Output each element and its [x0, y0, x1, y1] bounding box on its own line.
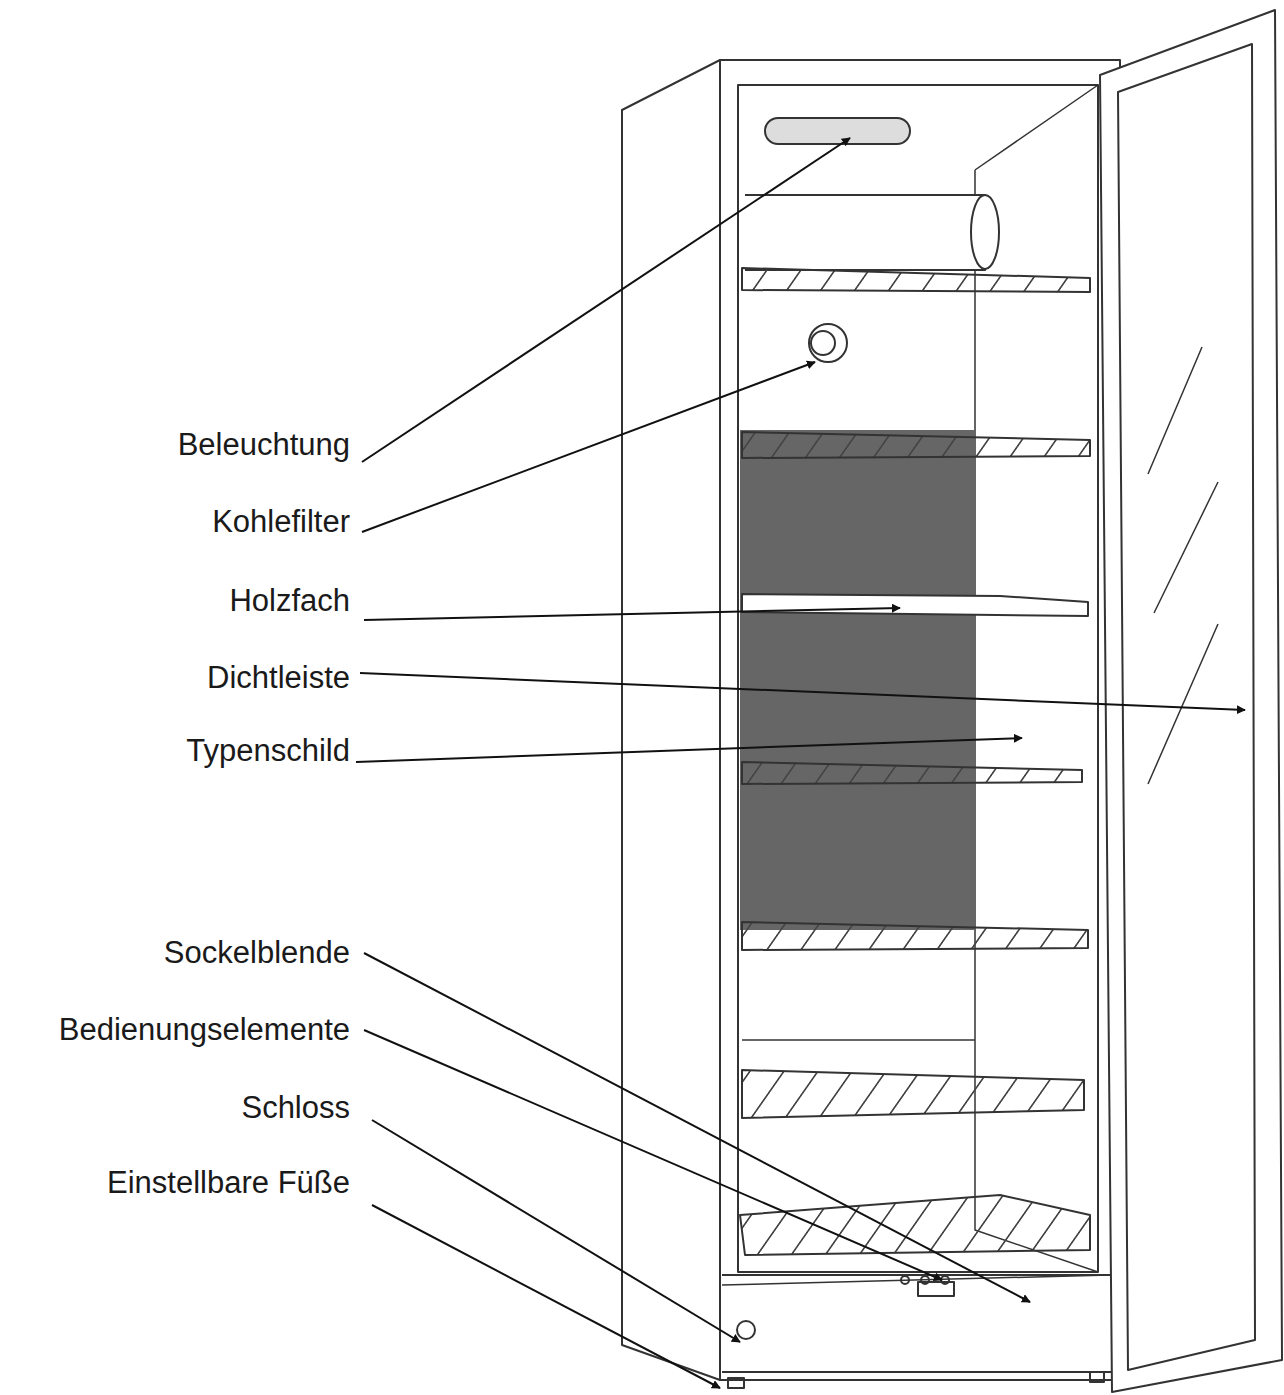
part-label: Dichtleiste — [205, 660, 352, 696]
part-label: Bedienungselemente — [57, 1012, 352, 1048]
part-label: Holzfach — [227, 583, 352, 619]
part-label: Beleuchtung — [176, 427, 352, 463]
part-label: Sockelblende — [162, 935, 352, 971]
part-label: Kohlefilter — [210, 504, 352, 540]
part-label: Schloss — [239, 1090, 352, 1126]
part-label: Einstellbare Füße — [105, 1165, 352, 1201]
part-label: Typenschild — [184, 733, 352, 769]
